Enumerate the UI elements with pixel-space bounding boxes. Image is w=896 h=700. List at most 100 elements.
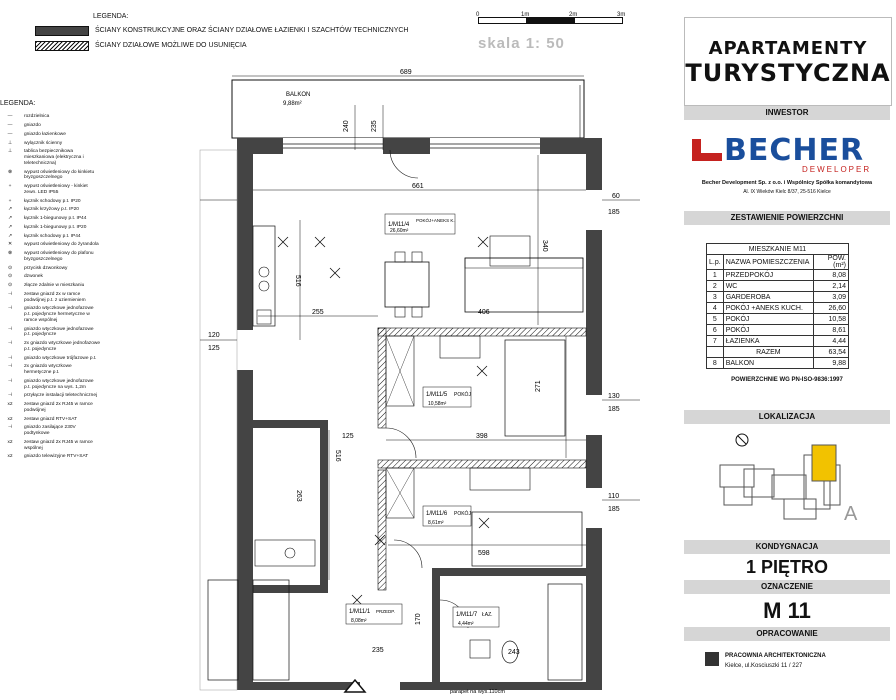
legend-symbol-icon: ⊗ (7, 169, 13, 175)
bed (504, 339, 566, 437)
legend-text: rozdzielnica (24, 114, 50, 120)
row-number: 8 (706, 357, 724, 369)
area-table: MIESZKANIE M11 L.p. NAZWA POMIESZCZENIA … (706, 243, 849, 369)
dimension-value: 185 (608, 209, 620, 216)
electrical-legend-item: ⊙przycisk dzwonkowy (0, 266, 100, 272)
legend-symbol-icon: + (8, 198, 12, 204)
architect-logo-icon (705, 652, 719, 666)
room-name: POKÓJ (454, 510, 471, 517)
legend-symbol-icon: ⊗ (7, 251, 13, 257)
legend-text: wypust oświetleniowy do kinkietu bryzgos… (24, 169, 95, 181)
row-name: WC (722, 280, 815, 292)
legend-symbol-icon: ⊣ (7, 425, 13, 431)
logo-line-1: APARTAMENTY (708, 38, 868, 59)
dimension-labels: 689 240 235 661 60 185 406 340 255 516 1… (208, 69, 620, 656)
company-name: BECHER (724, 133, 865, 168)
room-name: ŁAZ. (482, 612, 493, 618)
storey-value: 1 PIĘTRO (745, 557, 829, 577)
door-swing (385, 427, 417, 459)
electrical-legend-title: LEGENDA: (0, 100, 36, 107)
scale-tick: 1m (521, 12, 530, 18)
legend-text: zestaw gniazd 2x RJ45 w ramce podwójnej (24, 402, 93, 413)
legend-symbol-icon: — (7, 114, 13, 120)
legend-symbol-icon: + (8, 184, 12, 190)
wall-legend-text: ŚCIANY KONSTRUKCYJNE ORAZ ŚCIANY DZIAŁOW… (95, 26, 409, 34)
dimension-value: 185 (608, 506, 620, 513)
dimension-value: 60 (612, 193, 620, 200)
scale-bar: 0 1m 2m 3m skala 1: 50 (475, 12, 630, 52)
legend-text: gniazdo wtyczkowe jednofazowe p.t. pojed… (24, 306, 94, 323)
structural-wall-swatch (35, 26, 89, 36)
row-number: 7 (706, 335, 724, 347)
desk (439, 335, 481, 359)
legend-symbol-icon: ⊥ (7, 140, 13, 146)
row-name: POKÓJ (722, 313, 815, 325)
dining-table (384, 261, 430, 308)
electrical-legend: LEGENDA: — rozdzielnica —gniazdo —gniazdo ł… (0, 100, 100, 463)
kitchen-counter (252, 225, 276, 327)
desk (469, 467, 531, 491)
room-label-living: 1/M11/4 POKÓJ+ANEKS K. 26,60m² (384, 213, 456, 235)
dimension-value: 170 (415, 613, 422, 625)
room-area: 26,60m² (390, 228, 409, 234)
electrical-legend-item: ⊣przyłącze instalacji teletechnicznej (0, 393, 100, 399)
company-address-2: Al. IX Wieków Kielc 8/37, 25-516 Kielce (743, 189, 831, 195)
wall-legend-title: LEGENDA: (93, 13, 129, 20)
legend-text: dzwonek (24, 274, 43, 280)
electrical-legend-item: ↗łącznik schodowy p.t. IP44 (0, 234, 100, 240)
room-code: 1/M11/1 (349, 609, 371, 615)
room-name: POKÓJ (454, 391, 471, 398)
electrical-legend-item: ⊣gniazdo zasilające 230V podtynkowe (0, 425, 100, 437)
legend-text: łącznik 1-biegunowy p.t. IP44 (24, 216, 87, 222)
legend-symbol-icon: ⊙ (7, 283, 13, 289)
areas-label: ZESTAWIENIE POWIERZCHNI (684, 211, 890, 225)
electrical-legend-item: —gniazdo (0, 123, 100, 129)
total-area: 63,54 (813, 346, 849, 358)
legend-text: gniazdo wtyczkowe jednofazowe p.t. pojed… (24, 378, 94, 390)
dimension-value: 243 (508, 649, 520, 656)
area-table-title: MIESZKANIE M11 (706, 243, 849, 255)
dimension-value: 398 (476, 433, 488, 440)
room-area: 10,58m² (428, 401, 447, 407)
toilet (501, 640, 519, 664)
mark-label: OZNACZENIE (684, 580, 890, 594)
norm-note: POWIERZCHNIE WG PN-ISO-9836:1997 (731, 377, 843, 383)
row-name: GARDEROBA (722, 291, 815, 303)
dimension-value: 235 (372, 647, 384, 654)
legend-text: łącznik schodowy p.t. IP20 (24, 198, 81, 204)
electrical-legend-item: — rozdzielnica (0, 114, 100, 120)
balcony-area: 9,88m² (283, 101, 302, 107)
legend-text: łącznik krzyżowy p.t. IP20 (24, 207, 79, 213)
row-number: 1 (706, 269, 724, 281)
dimension-value: 235 (371, 120, 378, 132)
becher-logo-icon (692, 139, 722, 161)
electrical-legend-item: ⊣gniazdo wtyczkowe jednofazowe p.t. poje… (0, 306, 100, 323)
legend-symbol-icon: ⊣ (7, 355, 13, 361)
electrical-legend-item: ⊣gniazdo wtyczkowe jednofazowe p.t. poje… (0, 327, 100, 339)
apartment-location-highlight (811, 444, 837, 482)
bathtub (547, 583, 583, 681)
wardrobe (385, 467, 415, 519)
table-header: NAZWA POMIESZCZENIA (722, 254, 815, 270)
row-name: PRZEDPOKÓJ (722, 269, 815, 281)
room-area: 4,44m² (458, 621, 474, 627)
dimension-value: 255 (312, 309, 324, 316)
exterior-wall-left (237, 138, 253, 690)
legend-text: tablica bezpiecznikowa mieszkaniowa (ele… (24, 149, 84, 166)
legend-text: wylącznik ścienny (24, 140, 63, 146)
author-name: PRACOWNIA ARCHITEKTONICZNA (725, 653, 826, 659)
dimension-value: 130 (608, 393, 620, 400)
legend-text: wypust oświetleniowy do żyrandola (24, 242, 99, 248)
electrical-legend-item: —gniazdo łazienkowe (0, 132, 100, 138)
legend-symbol-icon: ⊥ (7, 149, 13, 155)
dimension-value: 516 (294, 275, 301, 287)
room-label-bedroom-1: 1/M11/5 POKÓJ 10,58m² (422, 386, 471, 408)
dimension-value: 240 (343, 120, 350, 132)
legend-symbol-icon: ⊣ (7, 378, 13, 384)
legend-symbol-icon: — (7, 131, 13, 137)
electrical-legend-item: ⊗ wypust oświetleniowy do kinkietu bryzgo… (0, 170, 100, 182)
building-letter: A (844, 503, 858, 525)
